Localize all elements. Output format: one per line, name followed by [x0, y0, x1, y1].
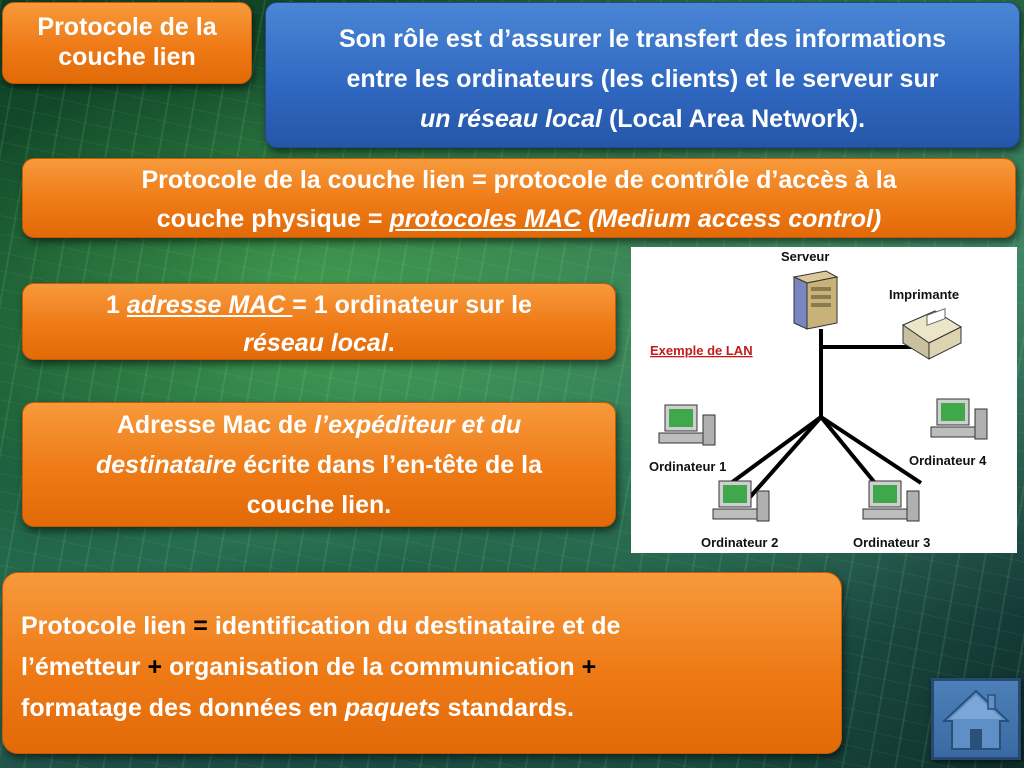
mac-address-suffix: = 1 ordinateur sur le [292, 291, 532, 319]
title-line2: couche lien [58, 43, 196, 71]
summary-equals: = [193, 612, 208, 640]
role-line1: Son rôle est d’assurer le transfert des … [338, 25, 947, 53]
summary-italic: paquets [344, 694, 441, 722]
summary-part2: identification du destinataire et de [207, 612, 621, 640]
summary-box: Protocole lien = identification du desti… [2, 572, 842, 754]
computer2-label: Ordinateur 2 [701, 535, 778, 550]
summary-part5: formatage des données en [21, 694, 345, 722]
server-label: Serveur [781, 249, 829, 264]
computer4-label: Ordinateur 4 [909, 453, 987, 468]
mac-protocol-suffix: (Medium access control) [581, 205, 882, 233]
header-line3: couche lien. [246, 491, 392, 519]
role-description-box: Son rôle est d’assurer le transfert des … [265, 2, 1020, 148]
home-icon [941, 689, 1011, 750]
role-line3-italic: un réseau local [419, 105, 602, 133]
computer1-label: Ordinateur 1 [649, 459, 726, 474]
summary-part6: standards. [440, 694, 574, 722]
printer-icon [901, 308, 963, 360]
mac-protocol-underlined: protocoles MAC [389, 205, 582, 233]
summary-plus2: + [581, 653, 597, 681]
title-line1: Protocole de la [37, 13, 217, 41]
header-rest: écrite dans l’en-tête de la [236, 451, 542, 479]
summary-part1: Protocole lien [21, 612, 194, 640]
computer1-icon [658, 404, 716, 446]
mac-protocol-box: Protocole de la couche lien = protocole … [22, 158, 1016, 238]
role-line2: entre les ordinateurs (les clients) et l… [346, 65, 939, 93]
computer2-icon [712, 480, 770, 522]
server-icon [792, 270, 839, 330]
header-prefix: Adresse Mac de [116, 411, 315, 439]
home-button[interactable] [931, 678, 1021, 760]
computer3-label: Ordinateur 3 [853, 535, 930, 550]
header-italic1: l’expéditeur et du [314, 411, 522, 439]
mac-protocol-line1: Protocole de la couche lien = protocole … [141, 166, 897, 194]
mac-address-box: 1 adresse MAC = 1 ordinateur sur le rése… [22, 283, 616, 360]
lan-diagram: Serveur Imprimante Exemple de LAN Ordina… [631, 247, 1017, 553]
header-italic2: destinataire [95, 451, 237, 479]
mac-address-line2-italic: réseau local [243, 329, 388, 357]
summary-part3: l’émetteur [21, 653, 148, 681]
mac-protocol-line2-prefix: couche physique = [156, 205, 390, 233]
network-lines [729, 329, 923, 507]
header-address-box: Adresse Mac de l’expéditeur et du destin… [22, 402, 616, 527]
mac-address-line2-end: . [387, 329, 395, 357]
computer4-icon [930, 398, 988, 440]
role-line3-rest: (Local Area Network). [602, 105, 866, 133]
mac-address-underlined: adresse MAC [126, 291, 293, 319]
lan-caption: Exemple de LAN [650, 343, 753, 358]
mac-address-prefix: 1 [106, 291, 127, 319]
slide-title: Protocole de la couche lien [2, 2, 252, 84]
printer-label: Imprimante [889, 287, 959, 302]
summary-part4: organisation de la communication [162, 653, 582, 681]
computer3-icon [862, 480, 920, 522]
summary-plus1: + [147, 653, 163, 681]
